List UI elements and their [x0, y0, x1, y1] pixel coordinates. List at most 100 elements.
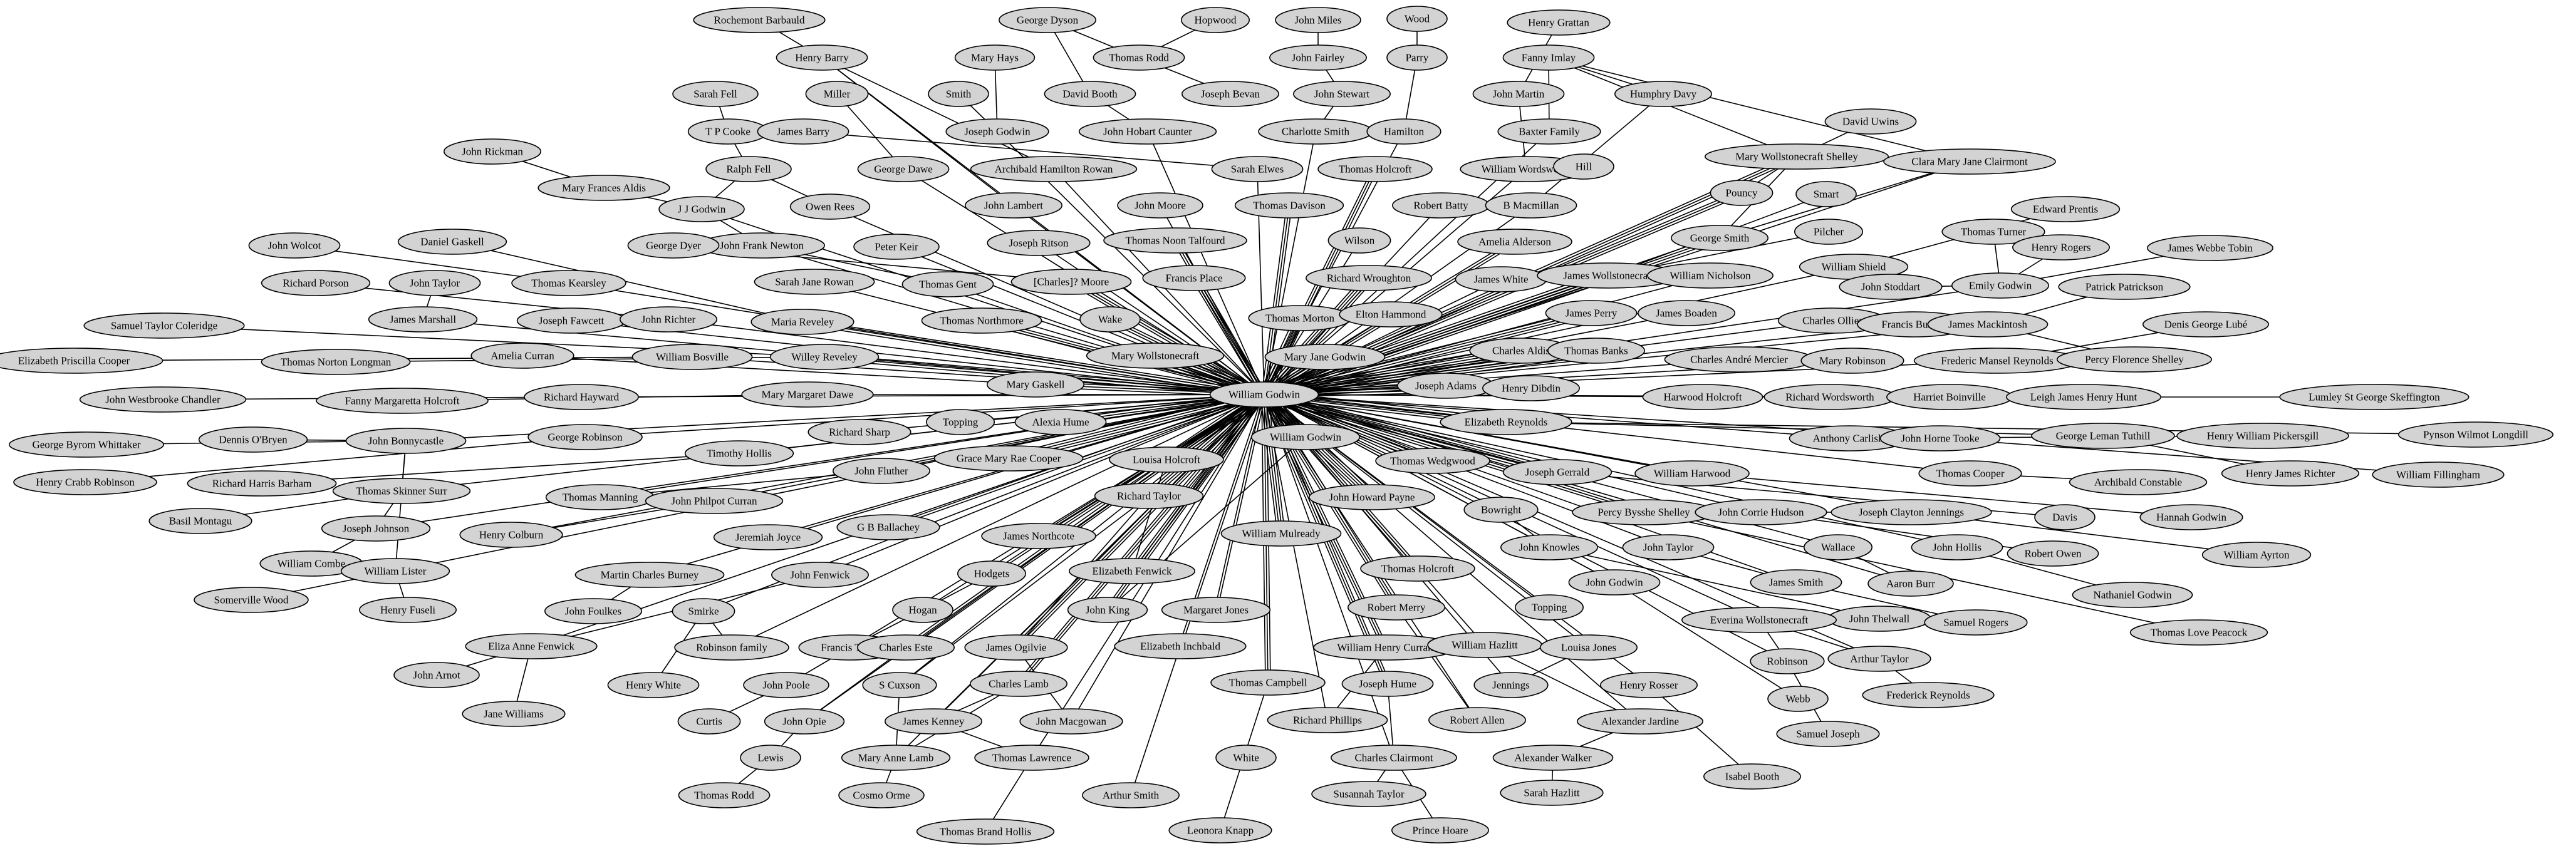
graph-node[interactable]: John Wolcot	[248, 232, 341, 259]
graph-node[interactable]: Hodgets	[957, 560, 1027, 587]
graph-node[interactable]: Fanny Imlay	[1502, 44, 1595, 71]
graph-node[interactable]: Louisa Holcroft	[1109, 446, 1224, 473]
graph-node[interactable]: William Harwood	[1634, 460, 1750, 487]
graph-node[interactable]: Joseph Fawcett	[516, 307, 626, 334]
graph-node[interactable]: Peter Keir	[853, 234, 940, 260]
graph-node[interactable]: John Lambert	[965, 192, 1063, 219]
graph-node[interactable]: John Foulkes	[544, 598, 642, 624]
graph-node[interactable]: James Ogilvie	[964, 634, 1068, 661]
graph-node[interactable]: Cosmo Orme	[838, 782, 925, 808]
graph-node[interactable]: Everina Wollstonecraft	[1681, 607, 1837, 633]
graph-node[interactable]: John Hobart Caunter	[1078, 118, 1217, 145]
graph-node[interactable]: Henry Colburn	[459, 522, 563, 548]
graph-node[interactable]: George Smith	[1671, 225, 1769, 251]
graph-node[interactable]: Robert Allen	[1428, 707, 1527, 733]
graph-node[interactable]: Percy Florence Shelley	[2057, 346, 2213, 373]
graph-node[interactable]: William Bosville	[631, 344, 753, 370]
graph-node[interactable]: Mary Gaskell	[987, 371, 1085, 398]
graph-node[interactable]: William Godwin	[1250, 424, 1361, 450]
graph-node[interactable]: John Fairley	[1269, 44, 1368, 71]
graph-node[interactable]: Wood	[1386, 6, 1448, 32]
graph-node[interactable]: George Byrom Whittaker	[9, 431, 164, 458]
graph-node[interactable]: Henry Crabb Robinson	[13, 469, 157, 495]
graph-node[interactable]: Thomas Morton	[1248, 305, 1352, 331]
graph-node[interactable]: John Godwin	[1568, 569, 1661, 596]
graph-node[interactable]: Richard Phillips	[1267, 707, 1388, 733]
graph-node[interactable]: Thomas Kearsley	[511, 270, 626, 296]
graph-node[interactable]: James Webbe Tobin	[2147, 235, 2274, 261]
graph-node[interactable]: Dennis O'Bryen	[198, 426, 308, 453]
graph-node[interactable]: Mary Hays	[954, 44, 1036, 71]
graph-node[interactable]: Patrick Patrickson	[2058, 274, 2191, 300]
graph-node[interactable]: Lumley St George Skeffington	[2279, 384, 2470, 410]
graph-node[interactable]: James Smith	[1750, 569, 1842, 596]
graph-node[interactable]: William Fillingham	[2372, 462, 2505, 488]
graph-node[interactable]: White	[1215, 745, 1277, 771]
graph-node[interactable]: S Cuxson	[862, 672, 937, 698]
graph-node[interactable]: Willey Reveley	[769, 344, 880, 370]
graph-node[interactable]: Hamilton	[1366, 118, 1441, 145]
graph-node[interactable]: Somerville Wood	[194, 587, 309, 613]
graph-node[interactable]: Archibald Hamilton Rowan	[970, 156, 1138, 182]
graph-node[interactable]: George Dyer	[627, 232, 720, 259]
graph-node[interactable]: John Arnot	[393, 662, 480, 688]
graph-node[interactable]: Thomas Rodd	[678, 782, 771, 808]
graph-node[interactable]: Robert Owen	[2007, 540, 2099, 567]
graph-node[interactable]: William Mulready	[1220, 520, 1342, 547]
graph-node[interactable]: Mary Jane Godwin	[1264, 344, 1386, 370]
graph-node[interactable]: Edward Prentis	[2010, 196, 2121, 222]
graph-node[interactable]: John Moore	[1117, 192, 1203, 219]
graph-node[interactable]: William Lister	[340, 558, 450, 584]
graph-node[interactable]: Smith	[928, 81, 989, 107]
graph-node[interactable]: Topping	[926, 409, 995, 435]
graph-node[interactable]: J J Godwin	[658, 196, 745, 222]
graph-node[interactable]: Elizabeth Fenwick	[1069, 558, 1196, 584]
graph-node[interactable]: Prince Hoare	[1391, 817, 1490, 843]
graph-node[interactable]: John Hollis	[1911, 534, 2003, 560]
graph-node[interactable]: Robert Merry	[1348, 594, 1446, 621]
graph-node[interactable]: George Robinson	[527, 424, 643, 450]
graph-node[interactable]: Sarah Hazlitt	[1500, 780, 1604, 806]
graph-node[interactable]: Thomas Gent	[901, 271, 994, 297]
graph-node[interactable]: John Westbrooke Chandler	[79, 386, 247, 413]
graph-node[interactable]: Margaret Jones	[1161, 597, 1271, 623]
graph-node[interactable]: Amelia Alderson	[1457, 229, 1572, 255]
graph-node[interactable]: Jane Williams	[462, 701, 566, 727]
graph-node[interactable]: Henry White	[607, 672, 700, 698]
graph-node[interactable]: G B Ballachey	[836, 514, 940, 540]
graph-node[interactable]: Richard Hayward	[524, 384, 639, 410]
graph-node[interactable]: Frederic Mansel Reynolds	[1913, 348, 2081, 374]
graph-node[interactable]: Thomas Lawrence	[974, 745, 1089, 771]
graph-node[interactable]: John Macgowan	[1019, 708, 1123, 735]
graph-node[interactable]: Grace Mary Rae Cooper	[933, 445, 1084, 472]
graph-node[interactable]: Thomas Rodd	[1093, 44, 1185, 71]
graph-node[interactable]: John Horne Tooke	[1879, 425, 2001, 451]
graph-node[interactable]: Henry Rogers	[2012, 234, 2111, 260]
graph-node[interactable]: Frederick Reynolds	[1862, 682, 1995, 708]
graph-node[interactable]: Richard Porson	[261, 270, 371, 296]
graph-node[interactable]: Hannah Godwin	[2139, 504, 2243, 530]
graph-node[interactable]: Aaron Burr	[1867, 570, 1954, 597]
graph-node[interactable]: Henry William Pickersgill	[2176, 423, 2349, 449]
graph-node[interactable]: Thomas Davison	[1234, 192, 1344, 219]
graph-node[interactable]: Smirke	[672, 598, 735, 624]
graph-node[interactable]: David Uwins	[1824, 108, 1917, 135]
graph-node[interactable]: Hill	[1553, 153, 1614, 180]
graph-node[interactable]: Wake	[1079, 306, 1141, 333]
graph-node[interactable]: John Martin	[1472, 81, 1565, 107]
graph-node[interactable]: Davis	[2034, 504, 2096, 530]
graph-node[interactable]: Jennings	[1473, 672, 1549, 698]
graph-node[interactable]: James White	[1455, 266, 1547, 292]
graph-node[interactable]: Harriet Boinville	[1886, 384, 2013, 410]
graph-node[interactable]: Henry Rosser	[1600, 672, 1698, 698]
graph-node[interactable]: Mary Wollstonecraft	[1086, 343, 1225, 369]
graph-node[interactable]: Martin Charles Burney	[574, 562, 725, 588]
graph-node[interactable]: Louisa Jones	[1540, 634, 1638, 661]
graph-node[interactable]: Thomas Holcroft	[1317, 156, 1433, 182]
graph-node[interactable]: Mary Frances Aldis	[538, 175, 670, 201]
graph-node[interactable]: Joseph Gerrald	[1502, 459, 1613, 485]
graph-node[interactable]: Sarah Elwes	[1211, 156, 1304, 182]
graph-node[interactable]: Wilson	[1327, 227, 1391, 254]
graph-node[interactable]: Thomas Turner	[1941, 219, 2045, 245]
graph-node[interactable]: Henry Barry	[776, 44, 868, 71]
